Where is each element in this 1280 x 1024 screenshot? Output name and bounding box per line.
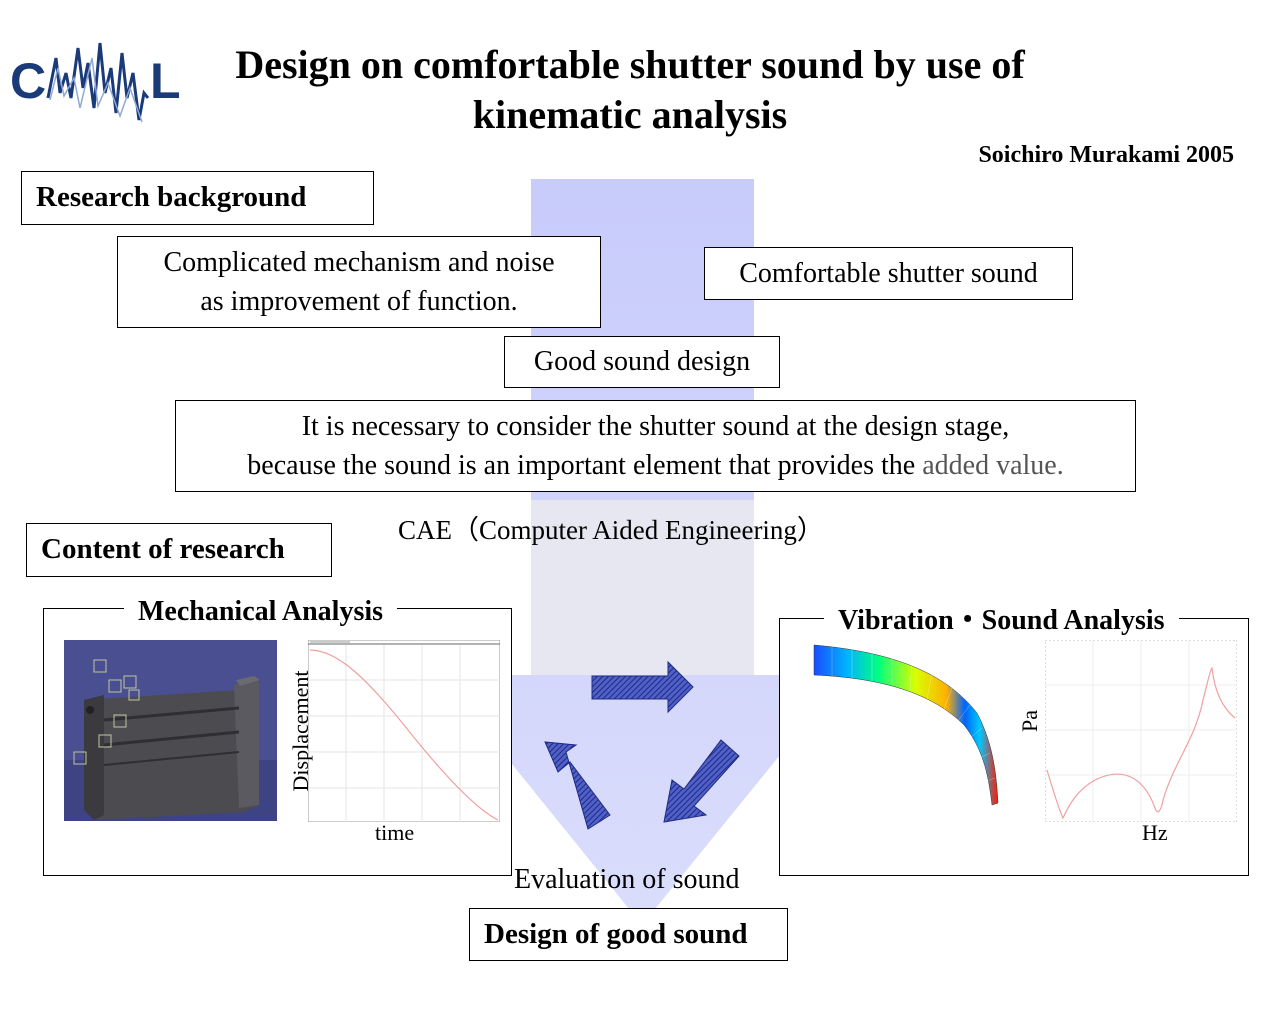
frequency-response-plot bbox=[1045, 640, 1237, 822]
necessity-box: It is necessary to consider the shutter … bbox=[175, 400, 1136, 492]
author-label: Soichiro Murakami 2005 bbox=[978, 142, 1234, 168]
time-xlabel: time bbox=[375, 820, 415, 845]
svg-text:C: C bbox=[10, 53, 46, 109]
design-of-good-sound-text: Design of good sound bbox=[484, 918, 748, 950]
design-of-good-sound-box: Design of good sound bbox=[469, 908, 788, 961]
mechanical-analysis-title: Mechanical Analysis bbox=[124, 596, 398, 628]
svg-text:L: L bbox=[150, 53, 181, 109]
necessity-line-2: because the sound is an important elemen… bbox=[176, 446, 1135, 485]
displacement-plot bbox=[308, 640, 500, 822]
necessity-line-1: It is necessary to consider the shutter … bbox=[301, 411, 1010, 442]
vibration-analysis-title: Vibration・Sound Analysis bbox=[824, 598, 1179, 638]
problem-box: Complicated mechanism and noise as impro… bbox=[117, 236, 601, 328]
good-sound-design-box: Good sound design bbox=[504, 336, 780, 388]
deformation-contour-image bbox=[813, 644, 999, 806]
necessity-line-2-a: because the sound is an important elemen… bbox=[247, 450, 923, 481]
content-of-research-heading-text: Content of research bbox=[41, 533, 285, 565]
goal-text: Comfortable shutter sound bbox=[739, 258, 1038, 289]
content-of-research-heading: Content of research bbox=[26, 523, 332, 577]
cae-label: CAE（Computer Aided Engineering） bbox=[398, 515, 824, 545]
research-background-heading: Research background bbox=[21, 171, 374, 225]
shutter-model-image bbox=[64, 640, 277, 821]
cycle-arrow-down-left-icon bbox=[663, 739, 740, 823]
hz-xlabel: Hz bbox=[1142, 820, 1168, 845]
problem-line-2: as improvement of function. bbox=[200, 286, 518, 317]
problem-line-1: Complicated mechanism and noise bbox=[163, 247, 555, 278]
necessity-line-2-b: added value. bbox=[922, 450, 1064, 481]
page-title: Design on comfortable shutter sound by u… bbox=[180, 40, 1080, 140]
title-line-2: kinematic analysis bbox=[472, 92, 788, 137]
goal-box: Comfortable shutter sound bbox=[704, 247, 1073, 300]
caml-logo-icon: C L bbox=[10, 42, 181, 123]
research-background-heading-text: Research background bbox=[36, 181, 307, 213]
title-line-1: Design on comfortable shutter sound by u… bbox=[235, 42, 1025, 87]
evaluation-label: Evaluation of sound bbox=[514, 864, 740, 895]
cycle-arrow-right-icon bbox=[591, 660, 694, 714]
good-sound-design-text: Good sound design bbox=[533, 346, 751, 377]
cycle-arrow-up-left-icon bbox=[544, 741, 611, 830]
